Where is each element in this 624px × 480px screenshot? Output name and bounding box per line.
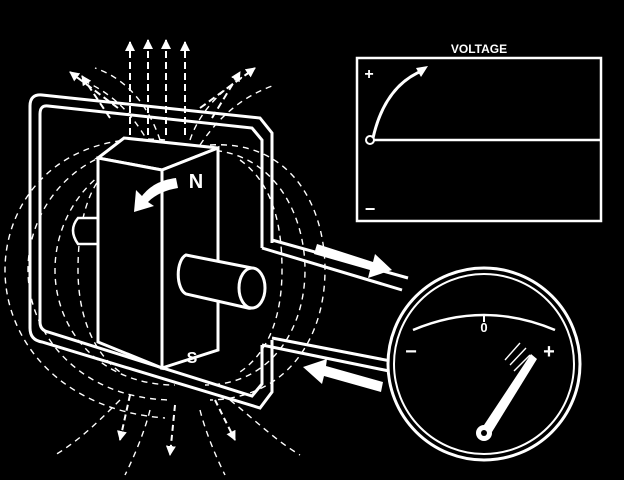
lead-wire-bottom	[261, 343, 395, 374]
needle-motion-line	[504, 342, 521, 361]
current-arrow-out	[314, 244, 392, 278]
meter-face	[393, 273, 575, 455]
field-line	[27, 144, 171, 401]
rotation-arrow	[134, 178, 178, 212]
current-arrow-in	[303, 359, 383, 392]
axle-front-end	[237, 266, 267, 310]
field-arrow-diag	[69, 71, 119, 109]
field-line	[54, 399, 121, 456]
field-line	[199, 409, 226, 476]
field-line	[189, 69, 256, 141]
magnet: N S	[71, 136, 267, 371]
field-line	[204, 149, 306, 386]
field-arrow-down	[165, 404, 176, 456]
voltage-curve	[371, 68, 425, 139]
meter-needle	[482, 354, 537, 432]
graph-plus-label: +	[364, 66, 373, 83]
field-arrow-diag	[199, 67, 256, 109]
meter-minus-label: −	[405, 341, 417, 363]
graph-origin-dot	[365, 135, 375, 145]
north-pole-label: N	[189, 171, 203, 193]
field-line	[229, 399, 301, 456]
wire-loop-outer	[28, 93, 274, 410]
field-line	[124, 409, 151, 476]
field-line	[54, 149, 176, 386]
field-arrow-down	[214, 399, 236, 441]
meter-pivot-center	[481, 430, 487, 436]
field-arrow-diag	[211, 71, 241, 119]
field-arrow-down	[117, 394, 131, 441]
lead-wire-top	[261, 246, 403, 292]
field-line	[239, 159, 283, 373]
field-line	[199, 84, 276, 146]
magnetic-field-lines	[4, 39, 326, 476]
field-line	[4, 138, 166, 419]
field-line	[94, 67, 161, 141]
field-line	[77, 159, 121, 373]
voltage-graph: VOLTAGE + −	[355, 42, 603, 223]
graph-title: VOLTAGE	[451, 42, 507, 56]
south-pole-label: S	[187, 350, 198, 367]
galvanometer: 0 − +	[386, 266, 582, 462]
field-line	[69, 74, 151, 146]
meter-plus-label: +	[543, 341, 555, 363]
graph-minus-label: −	[365, 199, 376, 219]
axle-back	[71, 216, 102, 246]
meter-zero-label: 0	[480, 320, 487, 335]
lead-wire-bottom-2	[271, 336, 397, 364]
needle-motion-line	[513, 354, 531, 372]
meter-outer-ring	[386, 266, 582, 462]
field-line	[209, 144, 326, 401]
voltage-curve-arrowhead	[416, 66, 428, 77]
field-arrow-diag	[81, 75, 111, 119]
needle-motion-line	[509, 347, 527, 366]
